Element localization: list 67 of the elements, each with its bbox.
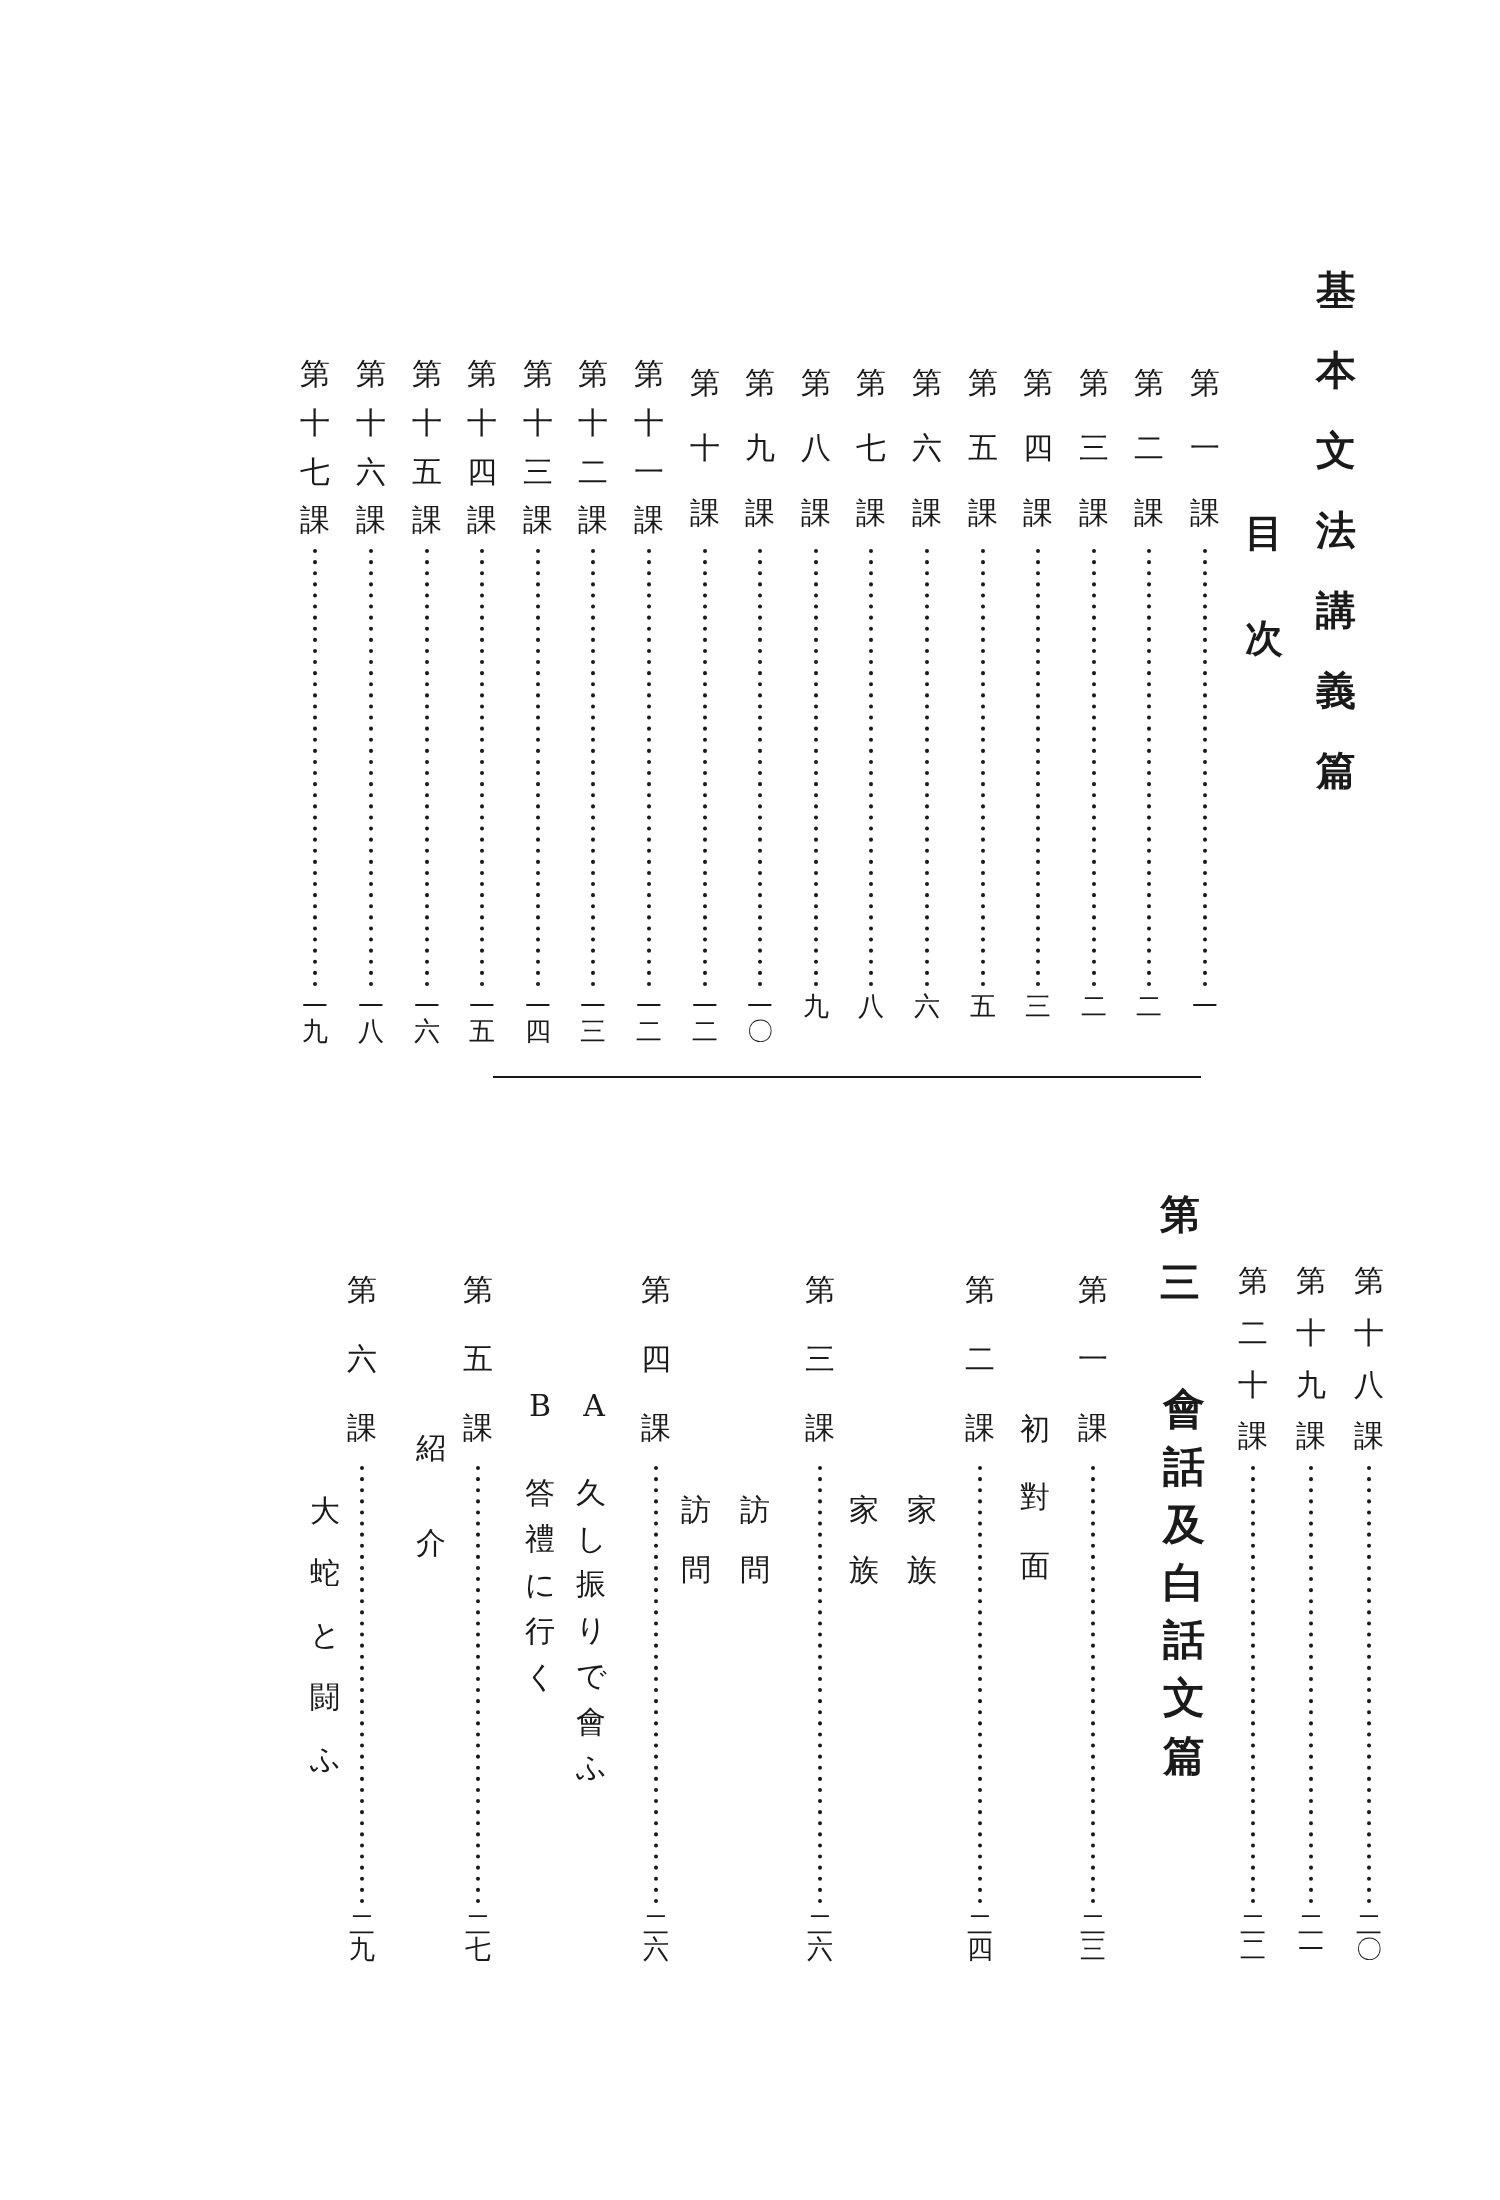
page-number: 二四: [966, 1912, 994, 1962]
lesson-title: 答禮に行く: [524, 1474, 556, 1696]
lesson-heading: 第五課: [967, 350, 999, 545]
page-number: 一三: [579, 994, 607, 1044]
lesson-heading: 第九課: [744, 350, 776, 545]
page-number: 二: [1080, 994, 1108, 1019]
section-heading: 會話及白話文篇: [1162, 1383, 1206, 1783]
page-number: 一二: [635, 994, 663, 1044]
lesson-heading: 第三課: [1078, 350, 1110, 545]
lesson-title: 初對面: [1019, 1410, 1051, 1585]
section-number: 第三: [1159, 1189, 1201, 1307]
page-number: 一: [1191, 994, 1219, 1019]
lesson-heading: 第十六課: [355, 350, 387, 545]
lesson-title: 大蛇と闘ふ: [309, 1492, 341, 1778]
lesson-heading: 第六課: [346, 1271, 378, 1447]
lesson-heading: 第二課: [964, 1271, 996, 1447]
lesson-heading: 第四課: [640, 1271, 672, 1447]
page-number: 二三: [1079, 1912, 1107, 1962]
lesson-title: 訪問: [680, 1491, 712, 1589]
lesson-title: 訪問: [739, 1491, 771, 1589]
page-number: 二〇: [1355, 1912, 1383, 1962]
page-number: 二九: [348, 1912, 376, 1962]
lesson-heading: 第一課: [1189, 350, 1221, 545]
lesson-heading: 第六課: [911, 350, 943, 545]
page-number: 二二: [1239, 1912, 1267, 1962]
page-number: 二六: [642, 1912, 670, 1962]
toc-heading: 目次: [1244, 509, 1284, 662]
lesson-heading: 第十七課: [299, 350, 331, 545]
lesson-heading: 第十一課: [633, 350, 665, 545]
lesson-heading: 第十課: [689, 350, 721, 545]
lesson-heading: 第四課: [1022, 350, 1054, 545]
page-number: 二一: [1297, 1912, 1325, 1962]
page-number: 一八: [357, 994, 385, 1044]
page-number: 五: [969, 994, 997, 1019]
part-letter: A: [582, 1392, 607, 1421]
page-number: 一六: [413, 994, 441, 1044]
book-title: 基本文法講義篇: [1315, 265, 1357, 795]
lesson-title: 久し振りで會ふ: [575, 1474, 607, 1787]
lesson-heading: 第十二課: [577, 350, 609, 545]
page-number: 一九: [301, 994, 329, 1044]
lesson-heading: 第十三課: [522, 350, 554, 545]
page-number: 二六: [806, 1912, 834, 1962]
lesson-heading: 第五課: [462, 1271, 494, 1447]
lesson-title: 家族: [848, 1491, 880, 1589]
page-number: 一四: [524, 994, 552, 1044]
lesson-title: 紹介: [415, 1429, 447, 1562]
lesson-heading: 第一課: [1077, 1271, 1109, 1447]
lesson-heading: 第十四課: [466, 350, 498, 545]
lesson-heading: 第八課: [800, 350, 832, 545]
page-number: 八: [857, 994, 885, 1019]
lesson-heading: 第十九課: [1295, 1255, 1327, 1462]
page-number: 二七: [464, 1912, 492, 1962]
lesson-heading: 第十五課: [411, 350, 443, 545]
lesson-heading: 第十八課: [1353, 1255, 1385, 1462]
page-number: 三: [1024, 994, 1052, 1019]
page-number: 六: [913, 994, 941, 1019]
part-letter: B: [527, 1392, 552, 1421]
page-number: 九: [802, 994, 830, 1019]
page-number: 一二: [691, 994, 719, 1044]
page-number: 二: [1135, 994, 1163, 1019]
page-number: 一〇: [746, 994, 774, 1044]
lesson-heading: 第三課: [804, 1271, 836, 1447]
lesson-heading: 第七課: [855, 350, 887, 545]
lesson-title: 家族: [906, 1491, 938, 1589]
lesson-heading: 第二十課: [1237, 1255, 1269, 1462]
lesson-heading: 第二課: [1133, 350, 1165, 545]
page-number: 一五: [468, 994, 496, 1044]
